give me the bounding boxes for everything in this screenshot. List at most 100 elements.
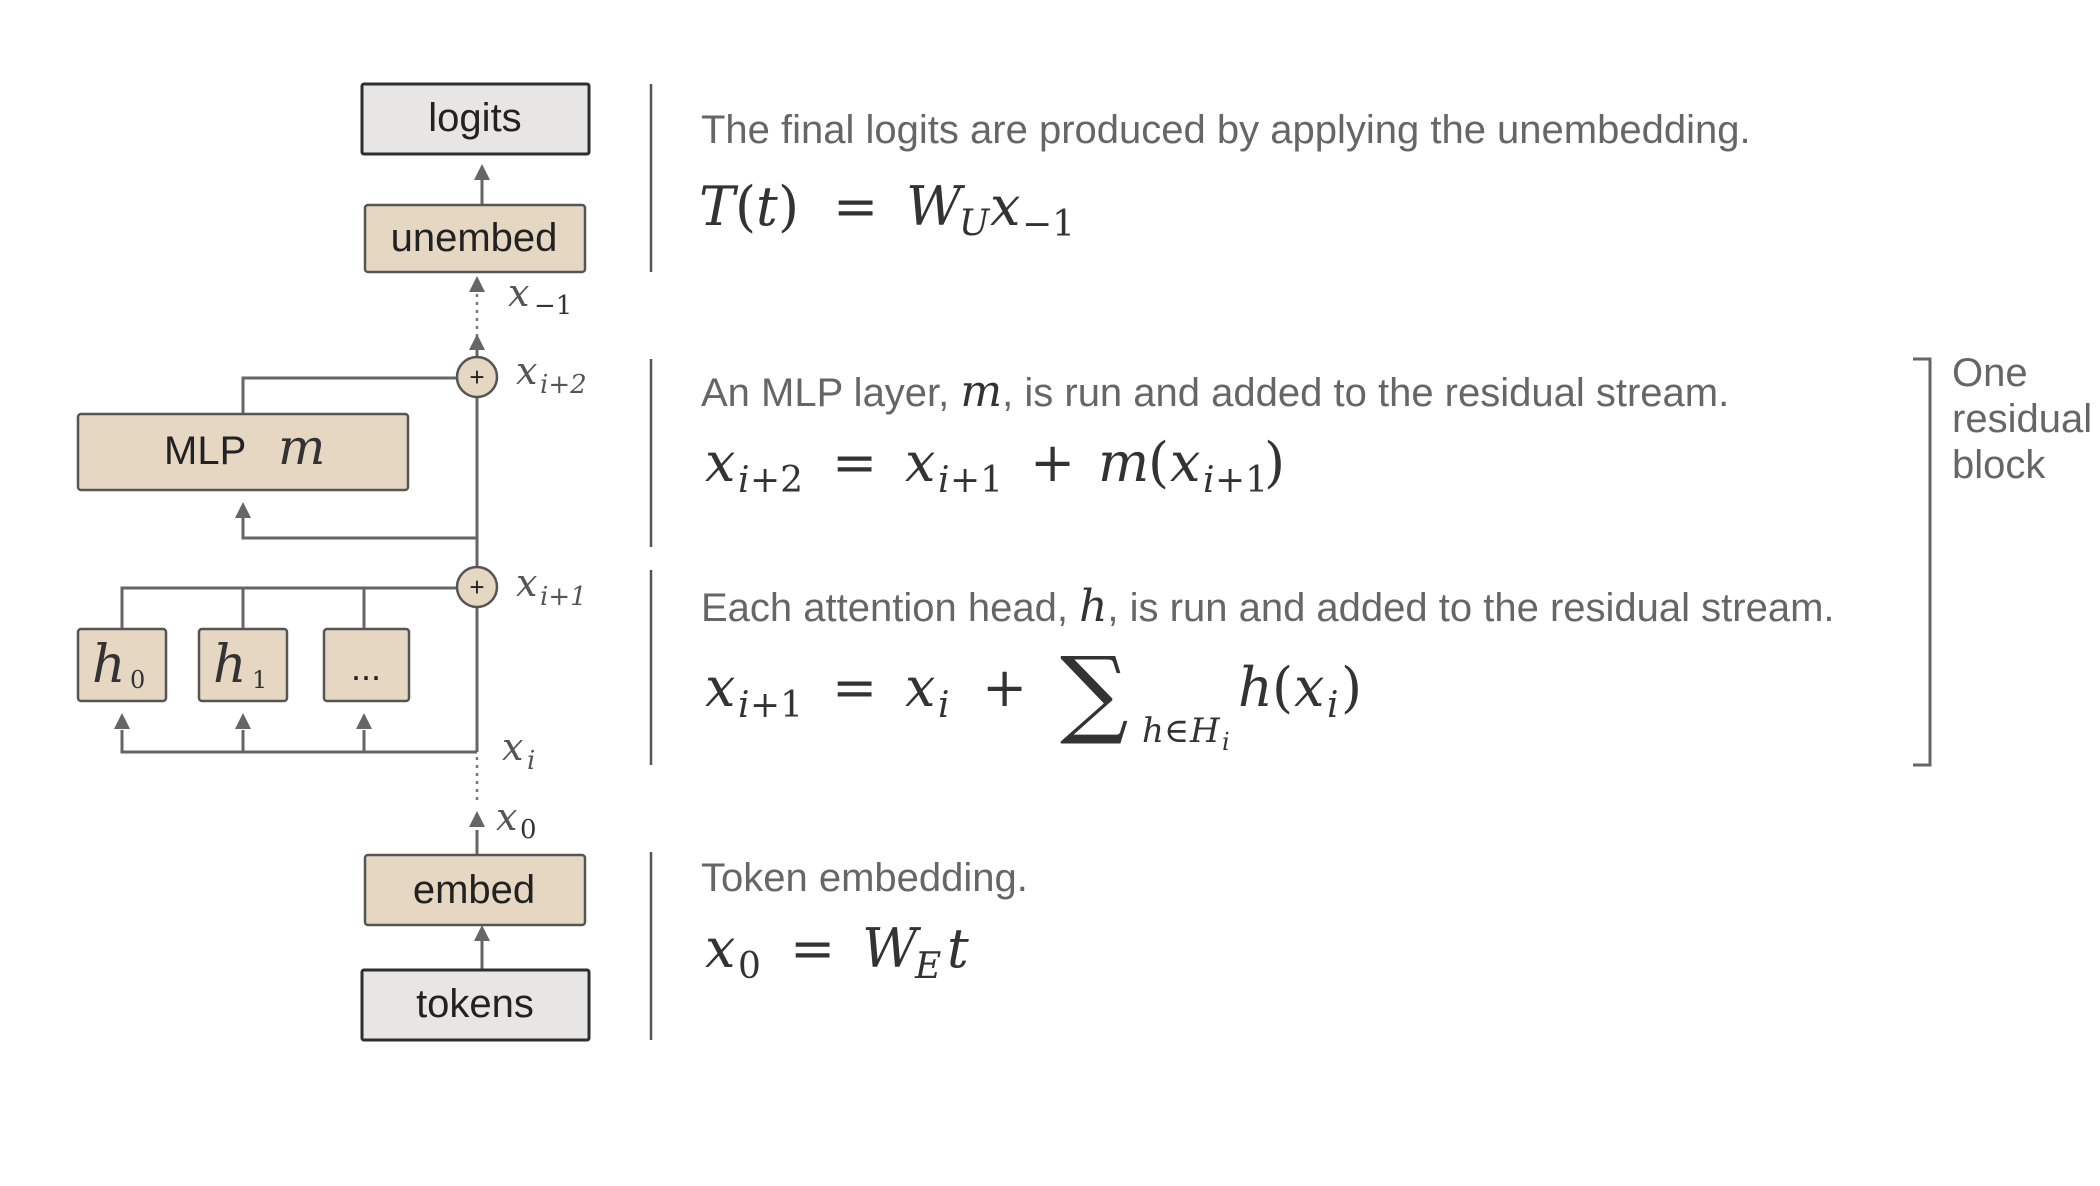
svg-text:i: i xyxy=(1327,685,1339,726)
mlp-output-branch xyxy=(241,376,458,414)
attention-desc-pre: Each attention head, xyxy=(701,586,1079,630)
attention-equation: x i +1 = x i + ∑ h ∈ H i h ( x i ) xyxy=(705,636,1362,756)
head-1-subscript: 1 xyxy=(252,666,267,694)
svg-text:x: x xyxy=(705,431,735,494)
svg-text:x: x xyxy=(905,431,935,494)
label-x-0: x xyxy=(496,795,517,839)
svg-text:=: = xyxy=(832,656,877,719)
svg-text:+1: +1 xyxy=(750,685,803,726)
svg-text:(: ( xyxy=(1272,656,1293,719)
svg-text:=: = xyxy=(832,431,877,494)
label-x-0-sub: 0 xyxy=(520,815,537,845)
label-x-i2: x xyxy=(516,349,537,393)
mlp-equation: x i +2 = x i +1 + m ( x i +1 ) xyxy=(705,431,1285,501)
label-x-neg1-sub: −1 xyxy=(534,291,572,321)
residual-block-label-line1: One xyxy=(1952,351,2028,395)
svg-text:x: x xyxy=(1170,431,1200,494)
svg-text:x: x xyxy=(990,175,1020,238)
unembed-to-logits-arrow xyxy=(474,164,490,180)
arrow-to-unembed xyxy=(469,276,485,292)
arrow-into-h1 xyxy=(235,713,251,729)
logits-label: logits xyxy=(428,96,521,140)
svg-text:−1: −1 xyxy=(1022,204,1075,245)
sum-plus-mlp: + xyxy=(469,362,484,392)
arrow-embed-to-x0 xyxy=(469,811,485,827)
head-0-label: h xyxy=(92,635,126,695)
svg-text:x: x xyxy=(905,656,935,719)
head-0-subscript: 0 xyxy=(130,666,145,694)
head-1-box xyxy=(197,627,289,703)
mlp-label: MLP xyxy=(164,429,246,473)
mlp-desc-post: , is run and added to the residual strea… xyxy=(1002,371,1729,415)
svg-text:x: x xyxy=(705,656,735,719)
head-0-box xyxy=(76,627,168,703)
svg-text:E: E xyxy=(914,946,941,987)
tokens-label: tokens xyxy=(416,982,534,1026)
unembed-label: unembed xyxy=(391,216,558,260)
label-x-i: x xyxy=(502,725,523,769)
mlp-symbol: m xyxy=(278,418,325,476)
svg-text:+1: +1 xyxy=(950,460,1003,501)
attention-desc-post: , is run and added to the residual strea… xyxy=(1107,586,1834,630)
svg-text:U: U xyxy=(959,203,991,244)
mlp-input-branch xyxy=(241,518,477,540)
svg-text:m: m xyxy=(1098,431,1149,494)
sum-circle-attn xyxy=(455,565,499,609)
svg-text:x: x xyxy=(705,917,735,980)
svg-text:0: 0 xyxy=(738,946,761,987)
svg-text:i: i xyxy=(1222,728,1230,756)
arrow-into-h0 xyxy=(114,713,130,729)
svg-text:): ) xyxy=(1341,656,1362,719)
residual-block-bracket xyxy=(1913,357,1932,767)
svg-text:h: h xyxy=(1238,656,1273,719)
arrow-into-mlp xyxy=(235,502,251,518)
svg-text:i: i xyxy=(738,685,750,726)
svg-text:i: i xyxy=(738,460,750,501)
embed-equation: x 0 = W E t xyxy=(705,917,969,987)
svg-text:+1: +1 xyxy=(1215,460,1268,501)
svg-text:W: W xyxy=(906,175,966,238)
arrow-into-more xyxy=(356,713,372,729)
mlp-box xyxy=(76,412,410,492)
mlp-description: An MLP layer, m, is run and added to the… xyxy=(701,366,1729,417)
attn-output-branch xyxy=(120,586,458,629)
label-x-i2-sub: i+2 xyxy=(540,370,587,400)
svg-text:h: h xyxy=(1142,711,1164,751)
svg-text:(: ( xyxy=(735,175,756,238)
embed-box xyxy=(363,853,587,927)
attn-input-branch xyxy=(120,730,477,754)
svg-text:H: H xyxy=(1189,711,1221,751)
attention-description: Each attention head, h, is run and added… xyxy=(701,581,1835,632)
svg-text:x: x xyxy=(1294,656,1324,719)
svg-text:∈: ∈ xyxy=(1164,711,1189,751)
svg-text:=: = xyxy=(790,917,835,980)
embed-description: Token embedding. xyxy=(701,856,1028,900)
label-x-i1: x xyxy=(516,561,537,605)
residual-block-label-line2: residual xyxy=(1952,397,2092,441)
svg-text:+: + xyxy=(1030,431,1075,494)
svg-text:T: T xyxy=(699,175,739,238)
arrow-to-plus2-top xyxy=(469,334,485,350)
svg-text:): ) xyxy=(1264,431,1285,494)
svg-text:W: W xyxy=(862,917,922,980)
head-1-label: h xyxy=(213,635,247,695)
tokens-box xyxy=(360,968,591,1042)
sum-plus-attn: + xyxy=(469,572,484,602)
mlp-desc-var: m xyxy=(960,366,1002,417)
mlp-desc-pre: An MLP layer, xyxy=(701,371,960,415)
sum-circle-mlp xyxy=(455,355,499,399)
label-x-i1-sub: i+1 xyxy=(540,582,587,612)
label-x-i-sub: i xyxy=(527,746,535,776)
label-x-neg1: x xyxy=(508,271,529,315)
svg-text:i: i xyxy=(1203,460,1215,501)
logits-box xyxy=(360,82,591,156)
unembed-equation: T ( t ) = W U x −1 xyxy=(699,175,1075,245)
svg-text:=: = xyxy=(833,175,878,238)
head-more-label: ... xyxy=(351,647,381,688)
svg-text:+2: +2 xyxy=(750,460,803,501)
svg-text:∑: ∑ xyxy=(1060,636,1129,748)
svg-text:i: i xyxy=(938,685,950,726)
svg-text:(: ( xyxy=(1148,431,1169,494)
unembed-box xyxy=(363,203,587,274)
